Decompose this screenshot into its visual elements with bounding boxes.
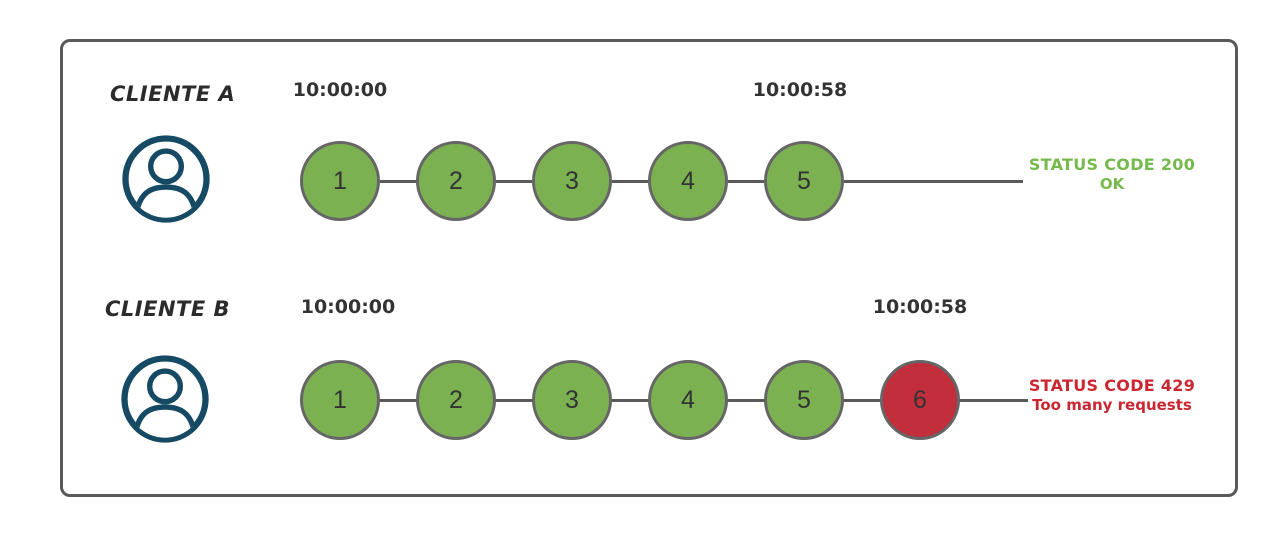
client-a-start-timestamp: 10:00:00 — [292, 79, 388, 101]
client-b-name: CLIENTE B — [105, 297, 231, 321]
request-circle-rejected: 6 — [880, 360, 960, 440]
request-circle: 2 — [416, 360, 496, 440]
request-circle: 4 — [648, 360, 728, 440]
status-code-label: STATUS CODE 200 — [1028, 155, 1196, 174]
client-b-start-timestamp: 10:00:00 — [300, 296, 396, 318]
request-circle: 1 — [300, 141, 380, 221]
request-circle: 3 — [532, 141, 612, 221]
request-circle: 2 — [416, 141, 496, 221]
request-circle: 1 — [300, 360, 380, 440]
diagram-frame — [60, 39, 1238, 497]
request-circle: 3 — [532, 360, 612, 440]
request-circle: 4 — [648, 141, 728, 221]
status-detail-label: OK — [1099, 175, 1125, 193]
request-circle: 5 — [764, 360, 844, 440]
person-icon — [120, 354, 210, 444]
client-a-name: CLIENTE A — [110, 82, 236, 106]
person-icon — [121, 134, 211, 224]
client-b-end-timestamp: 10:00:58 — [872, 296, 968, 318]
request-circle: 5 — [764, 141, 844, 221]
status-detail-label: Too many requests — [1032, 396, 1192, 414]
client-b-request-chain: 1 2 3 4 5 6 — [300, 360, 960, 440]
client-a-request-chain: 1 2 3 4 5 — [300, 141, 844, 221]
status-code-label: STATUS CODE 429 — [1028, 376, 1196, 395]
client-b-status-label: STATUS CODE 429 Too many requests — [1026, 375, 1198, 415]
client-a-status-label: STATUS CODE 200 OK — [1026, 154, 1198, 194]
client-a-end-timestamp: 10:00:58 — [752, 79, 848, 101]
